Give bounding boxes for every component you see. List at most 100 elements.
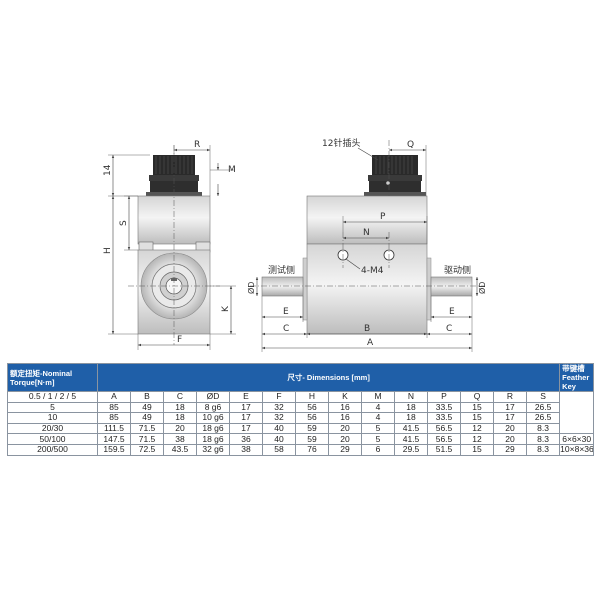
dim-label-S: S — [119, 220, 129, 226]
table-cell: 15 — [460, 443, 494, 456]
table-cell: 59 — [295, 422, 329, 435]
table-cell: 16 — [328, 412, 362, 424]
table-cell: 71.5 — [130, 422, 164, 435]
table-cell: 51.5 — [427, 443, 461, 456]
column-header-row: 0.5 / 1 / 2 / 5 A B C ØD E F H K M N P Q… — [7, 390, 595, 435]
table-cell: 12 — [460, 433, 494, 445]
table-cell: 85 — [97, 412, 131, 424]
table-cell: 76 — [295, 443, 329, 456]
technical-drawing: R M 14 S H K F — [103, 137, 487, 352]
table-cell: 71.5 — [130, 433, 164, 445]
table-cell: 59 — [295, 433, 329, 445]
feather-key-cell — [559, 390, 595, 435]
torque-cell: 10 — [7, 412, 98, 424]
dim-label-H: H — [103, 247, 113, 254]
table-cell: 56.5 — [427, 422, 461, 435]
table-cell: 29 — [328, 443, 362, 456]
table-cell: 147.5 — [97, 433, 131, 445]
table-cell: 17 — [229, 401, 263, 414]
dim-label-B: B — [364, 324, 370, 334]
table-cell: 20 — [493, 433, 527, 445]
table-cell: 159.5 — [97, 443, 131, 456]
dim-label-R: R — [194, 140, 200, 150]
torque-cell: 20/30 — [7, 422, 98, 435]
column-label: P — [427, 391, 461, 403]
table-cell: 12 — [460, 422, 494, 435]
table-cell: 38 — [163, 433, 197, 445]
table-cell: 41.5 — [394, 422, 428, 435]
dim-label-M: M — [228, 165, 236, 175]
table-cell: 17 — [493, 412, 527, 424]
column-label: K — [328, 391, 362, 403]
table-cell: 43.5 — [163, 443, 197, 456]
column-label: N — [394, 391, 428, 403]
table-cell: 38 — [229, 443, 263, 456]
table-cell: 17 — [229, 412, 263, 424]
table-cell: 111.5 — [97, 422, 131, 435]
dimensions-table: 额定扭矩-Nominal Torque[N·m] 尺寸- Dimensions … — [7, 363, 595, 456]
torque-cell: 0.5 / 1 / 2 / 5 — [7, 391, 98, 403]
table-cell: 20 — [328, 433, 362, 445]
table-cell: 32 g6 — [196, 443, 230, 456]
dim-label-phiD-left: ØD — [246, 282, 256, 294]
dim-label-E-right: E — [449, 307, 455, 317]
table-cell: 33.5 — [427, 412, 461, 424]
table-cell: 56 — [295, 412, 329, 424]
torque-cell: 50/100 — [7, 433, 98, 445]
dim-label-C-left: C — [283, 324, 289, 334]
table-cell: 10 g6 — [196, 412, 230, 424]
column-label: E — [229, 391, 263, 403]
table-cell: 18 g6 — [196, 433, 230, 445]
column-label: M — [361, 391, 395, 403]
dim-label-Q: Q — [407, 140, 414, 150]
torque-cell: 5 — [7, 401, 98, 414]
table-cell: 8 g6 — [196, 401, 230, 414]
table-cell: 18 — [163, 412, 197, 424]
table-cell: 4 — [361, 412, 395, 424]
table-cell: 20 — [493, 422, 527, 435]
table-cell: 40 — [262, 433, 296, 445]
table-cell: 26.5 — [525, 401, 561, 414]
table-cell: 17 — [493, 401, 527, 414]
dim-label-N: N — [363, 228, 370, 238]
column-label: A — [97, 391, 131, 403]
feather-key-cell: 10×8×36 — [559, 443, 595, 456]
header-dimensions: 尺寸- Dimensions [mm] — [96, 363, 561, 392]
dim-label-A: A — [367, 338, 374, 348]
table-cell: 41.5 — [394, 433, 428, 445]
table-cell: 15 — [460, 401, 494, 414]
column-label: R — [493, 391, 527, 403]
table-cell: 17 — [229, 422, 263, 435]
table-cell: 36 — [229, 433, 263, 445]
holes-label: 4-M4 — [361, 266, 384, 276]
dim-label-C-right: C — [446, 324, 452, 334]
table-cell: 58 — [262, 443, 296, 456]
table-cell: 32 — [262, 412, 296, 424]
header-torque: 额定扭矩-Nominal Torque[N·m] — [7, 363, 98, 392]
column-label: F — [262, 391, 296, 403]
table-cell: 18 — [163, 401, 197, 414]
feather-key-cell: 6×6×30 — [559, 433, 595, 445]
table-cell: 8.3 — [525, 422, 561, 435]
table-cell: 32 — [262, 401, 296, 414]
table-cell: 5 — [361, 422, 395, 435]
column-label: H — [295, 391, 329, 403]
table-cell: 56.5 — [427, 433, 461, 445]
drive-side-label: 驱动侧 — [444, 264, 471, 276]
table-cell: 16 — [328, 401, 362, 414]
table-cell: 15 — [460, 412, 494, 424]
table-cell: 26.5 — [525, 412, 561, 424]
dim-label-14: 14 — [103, 164, 113, 176]
table-cell: 20 — [163, 422, 197, 435]
test-side-label: 测试侧 — [268, 264, 295, 276]
table-cell: 40 — [262, 422, 296, 435]
column-label: B — [130, 391, 164, 403]
column-label: C — [163, 391, 197, 403]
table-cell: 85 — [97, 401, 131, 414]
dim-label-phiD-right: ØD — [477, 282, 487, 294]
table-cell: 5 — [361, 433, 395, 445]
